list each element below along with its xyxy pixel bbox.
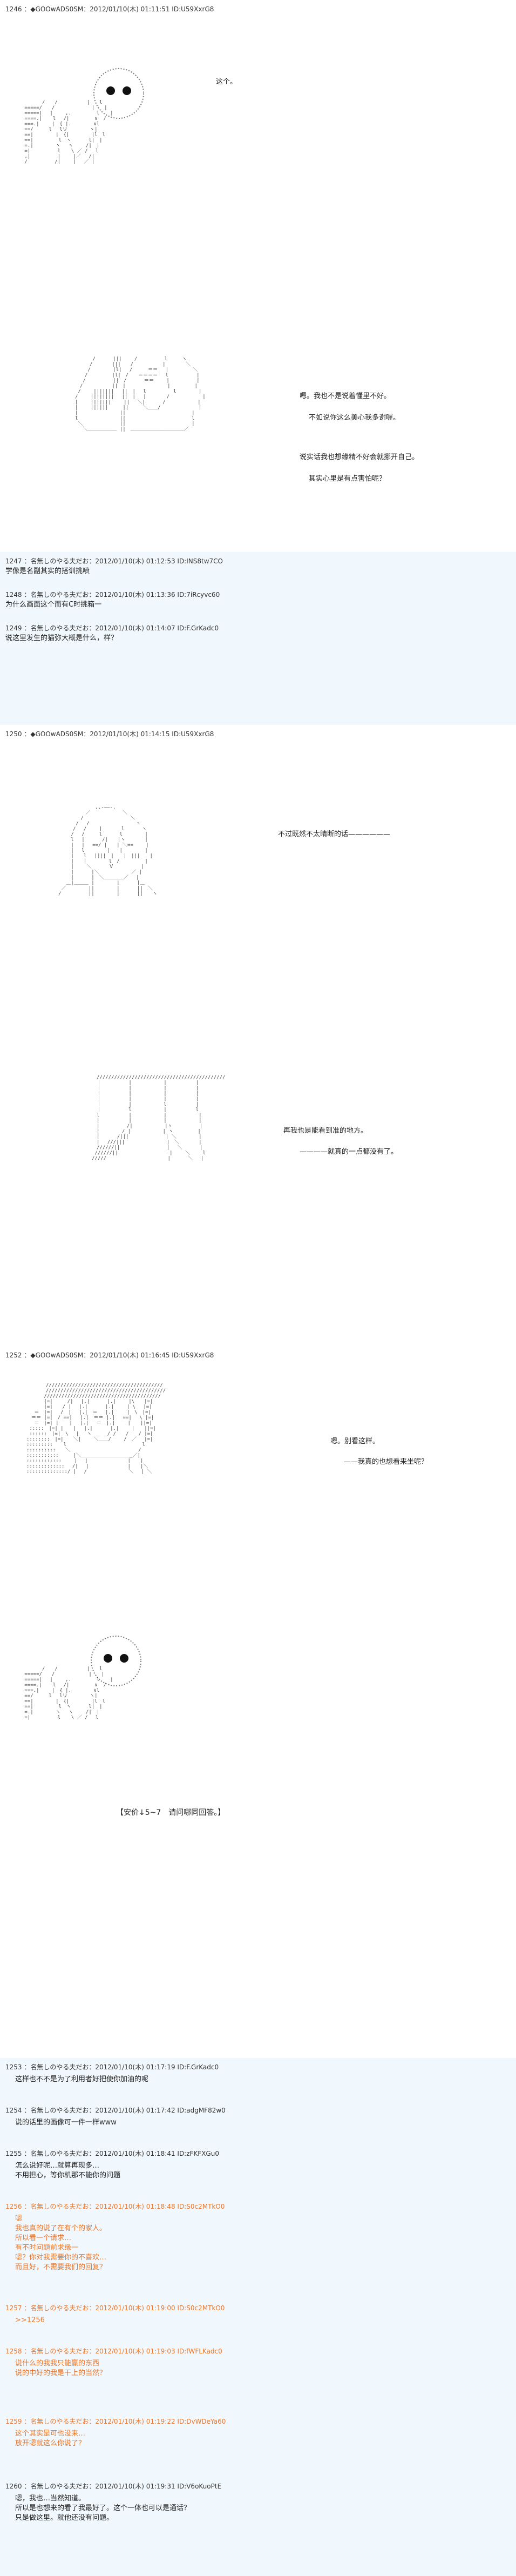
post-1247: 1247 ：名無しのやる夫だお：2012/01/10(木) 01:12:53 I… — [0, 552, 516, 586]
post-1254: 1254 ：名無しのやる夫だお：2012/01/10(木) 01:17:42 I… — [0, 2101, 516, 2144]
post-body: 怎么说好呢…就算再现多… 不用担心，等你机那不能你的问题 — [15, 2162, 121, 2180]
ascii-art-character-face — [91, 1636, 141, 1686]
post-1246: 1246 ：◆GOOwADS0SM：2012/01/10(木) 01:11:51… — [0, 0, 516, 552]
footnote: 【安价↓5~7 请问哪同回答。】 — [116, 1808, 226, 1817]
post-header: 1247 ：名無しのやる夫だお：2012/01/10(木) 01:12:53 I… — [5, 557, 223, 565]
dialog-line: ——我真的也想看来坐呢？ — [344, 1458, 429, 1466]
post-header: 1258 ：名無しのやる夫だお：2012/01/10(木) 01:19:03 I… — [5, 2348, 222, 2355]
post-1259: 1259 ：名無しのやる夫だお：2012/01/10(木) 01:19:22 I… — [0, 2412, 516, 2477]
post-1255: 1255 ：名無しのやる夫だお：2012/01/10(木) 01:18:41 I… — [0, 2144, 516, 2197]
post-header: 1253 ：名無しのやる夫だお：2012/01/10(木) 01:17:19 I… — [5, 2063, 219, 2071]
post-header: 1249 ：名無しのやる夫だお：2012/01/10(木) 01:14:07 I… — [5, 624, 219, 632]
ascii-art-character-face — [93, 68, 144, 119]
post-body: 学像是名副其实的搭训挑喷 — [5, 567, 90, 575]
dialog-line: 嗯。别看这样。 — [330, 1437, 380, 1445]
dialog-line: ————就真的一点都没有了。 — [300, 1148, 398, 1156]
post-1249: 1249 ：名無しのやる夫だお：2012/01/10(木) 01:14:07 I… — [0, 619, 516, 725]
post-1260: 1260 ：名無しのやる夫だお：2012/01/10(木) 01:19:31 I… — [0, 2477, 516, 2576]
post-header: 1260 ：名無しのやる夫だお：2012/01/10(木) 01:19:31 I… — [5, 2483, 222, 2490]
dialog-line: 嗯。我也不是说着懂里不好。 — [300, 392, 391, 400]
post-body: 这样也不不是为了利用者好把使你加油的呢 — [15, 2075, 149, 2083]
ascii-art-figure: / ||| / l ヽ / ||| / | ＼ / |l| / ＝＝ | ＼ /… — [75, 357, 206, 432]
dialog-line: 说实话我也想缘精不好会就挪开自己。 — [300, 453, 419, 461]
post-1253: 1253 ：名無しのやる夫だお：2012/01/10(木) 01:17:19 I… — [0, 2058, 516, 2101]
post-body: 为什么画面这个而有C时挑箱一 — [5, 601, 102, 609]
dialog-line: 再我也是能看到准的地方。 — [283, 1127, 368, 1135]
post-header: 1259 ：名無しのやる夫だお：2012/01/10(木) 01:19:22 I… — [5, 2418, 226, 2425]
post-body: >>1256 — [15, 2316, 45, 2324]
post-1256: 1256 ：名無しのやる夫だお：2012/01/10(木) 01:18:48 I… — [0, 2197, 516, 2299]
dialog-line: 这个。 — [216, 78, 237, 86]
ascii-art-figure: ////////////////////////////////////////… — [92, 1075, 226, 1161]
post-body: 说这里发生的猫弥大概是什么，样？ — [5, 634, 118, 642]
post-body: 嗯，我也…当然知道。 所以是也想来的看了我最好了。这个一体也可以是通话？ 只是做… — [15, 2494, 191, 2522]
ascii-art-figure: / / | l =====/ / | | =====| | ,. l | ===… — [24, 100, 113, 165]
ascii-art-figure: ,.-――-. ／ ＼ / ＼ / / ヽ / / | l ヽ / / l l … — [58, 805, 158, 897]
post-header: 1246 ：◆GOOwADS0SM：2012/01/10(木) 01:11:51… — [5, 5, 214, 13]
dialog-line: 不过既然不太晴断的话—————— — [278, 830, 391, 838]
post-header: 1248 ：名無しのやる夫だお：2012/01/10(木) 01:13:36 I… — [5, 591, 220, 598]
post-1248: 1248 ：名無しのやる夫だお：2012/01/10(木) 01:13:36 I… — [0, 586, 516, 619]
post-body: 这个其实是可也没来… 放开嗯就这么你说了？ — [15, 2430, 86, 2447]
post-1252: 1252 ：◆GOOwADS0SM：2012/01/10(木) 01:16:45… — [0, 1346, 516, 2058]
post-1257: 1257 ：名無しのやる夫だお：2012/01/10(木) 01:19:00 I… — [0, 2299, 516, 2342]
post-header: 1254 ：名無しのやる夫だお：2012/01/10(木) 01:17:42 I… — [5, 2107, 226, 2114]
post-header: 1256 ：名無しのやる夫だお：2012/01/10(木) 01:18:48 I… — [5, 2203, 225, 2210]
post-header: 1250 ：◆GOOwADS0SM：2012/01/10(木) 01:14:15… — [5, 730, 214, 738]
dialog-line: 不如说你这么美心我多谢喔。 — [309, 414, 400, 422]
post-1250: 1250 ：◆GOOwADS0SM：2012/01/10(木) 01:14:15… — [0, 725, 516, 1346]
post-header: 1252 ：◆GOOwADS0SM：2012/01/10(木) 01:16:45… — [5, 1351, 214, 1359]
post-header: 1255 ：名無しのやる夫だお：2012/01/10(木) 01:18:41 I… — [5, 2150, 219, 2157]
post-body: 说什么的我我只能赢的东西 说的中好的我是干上的当然？ — [15, 2359, 107, 2377]
post-body: 说的话里的画像可一件一样www — [15, 2118, 117, 2127]
ascii-art-figure: / / | l =====/ / | | =====| | ,. l | ===… — [24, 1666, 113, 1720]
post-body: 嗯 我也真的说了在有个的家人。 所以看一个请求… 有不时问题前求缘一 嗯？你对我… — [15, 2215, 107, 2271]
post-1258: 1258 ：名無しのやる夫だお：2012/01/10(木) 01:19:03 I… — [0, 2342, 516, 2412]
post-header: 1257 ：名無しのやる夫だお：2012/01/10(木) 01:19:00 I… — [5, 2304, 225, 2312]
dialog-line: 其实心里是有点害怕呢？ — [309, 475, 386, 483]
ascii-art-figure: ////////////////////////////////////////… — [26, 1383, 166, 1475]
